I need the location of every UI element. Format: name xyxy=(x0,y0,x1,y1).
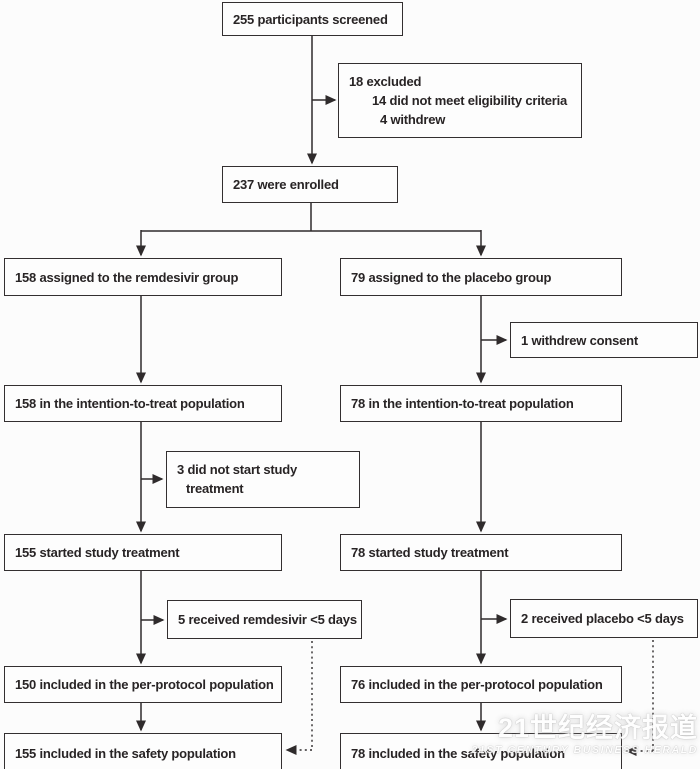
perprotocol-remdesivir-label: 150 included in the per-protocol populat… xyxy=(15,677,274,692)
itt-remdesivir-label: 158 in the intention-to-treat population xyxy=(15,396,245,411)
flow-box-excluded: 18 excluded 14 did not meet eligibility … xyxy=(338,63,582,138)
excluded-line-1: 18 excluded xyxy=(349,74,422,89)
flow-box-safety-remdesivir: 155 included in the safety population xyxy=(4,733,282,769)
flow-box-short-placebo: 2 received placebo <5 days xyxy=(510,599,698,638)
did-not-start-line-1: 3 did not start study xyxy=(177,462,298,477)
did-not-start-line-2: treatment xyxy=(186,481,244,496)
flow-box-assigned-placebo: 79 assigned to the placebo group xyxy=(340,258,622,296)
flow-box-screened-label: 255 participants screened xyxy=(233,11,388,27)
safety-placebo-label: 78 included in the safety population xyxy=(351,745,565,761)
flow-box-started-remdesivir: 155 started study treatment xyxy=(4,534,282,571)
flow-box-assigned-remdesivir: 158 assigned to the remdesivir group xyxy=(4,258,282,296)
withdrew-consent-label: 1 withdrew consent xyxy=(521,332,639,348)
flow-box-started-placebo: 78 started study treatment xyxy=(340,534,622,571)
flow-box-did-not-start: 3 did not start study treatment xyxy=(166,451,360,508)
excluded-line-2: 14 did not meet eligibility criteria xyxy=(372,93,568,108)
short-remdesivir-label: 5 received remdesivir <5 days xyxy=(178,612,357,627)
flow-box-itt-placebo: 78 in the intention-to-treat population xyxy=(340,385,622,422)
flow-box-withdrew-consent: 1 withdrew consent xyxy=(510,322,698,358)
assigned-remdesivir-label: 158 assigned to the remdesivir group xyxy=(15,269,239,285)
flow-box-short-remdesivir: 5 received remdesivir <5 days xyxy=(167,600,362,639)
flow-box-perprotocol-placebo: 76 included in the per-protocol populati… xyxy=(340,666,622,703)
flow-box-enrolled-label: 237 were enrolled xyxy=(233,177,339,192)
short-placebo-label: 2 received placebo <5 days xyxy=(521,611,684,626)
flow-box-screened: 255 participants screened xyxy=(222,2,403,36)
flow-box-enrolled: 237 were enrolled xyxy=(222,166,398,203)
itt-placebo-label: 78 in the intention-to-treat population xyxy=(351,396,574,411)
flow-box-perprotocol-remdesivir: 150 included in the per-protocol populat… xyxy=(4,666,282,703)
excluded-line-3: 4 withdrew xyxy=(380,112,446,127)
started-remdesivir-label: 155 started study treatment xyxy=(15,545,180,560)
perprotocol-placebo-label: 76 included in the per-protocol populati… xyxy=(351,677,603,692)
dashed-flow-arrows xyxy=(285,640,654,756)
solid-flow-arrows xyxy=(136,36,508,732)
started-placebo-label: 78 started study treatment xyxy=(351,545,509,560)
assigned-placebo-label: 79 assigned to the placebo group xyxy=(351,269,552,285)
flow-box-itt-remdesivir: 158 in the intention-to-treat population xyxy=(4,385,282,422)
flow-box-safety-placebo: 78 included in the safety population xyxy=(340,733,622,769)
safety-remdesivir-label: 155 included in the safety population xyxy=(15,745,236,761)
